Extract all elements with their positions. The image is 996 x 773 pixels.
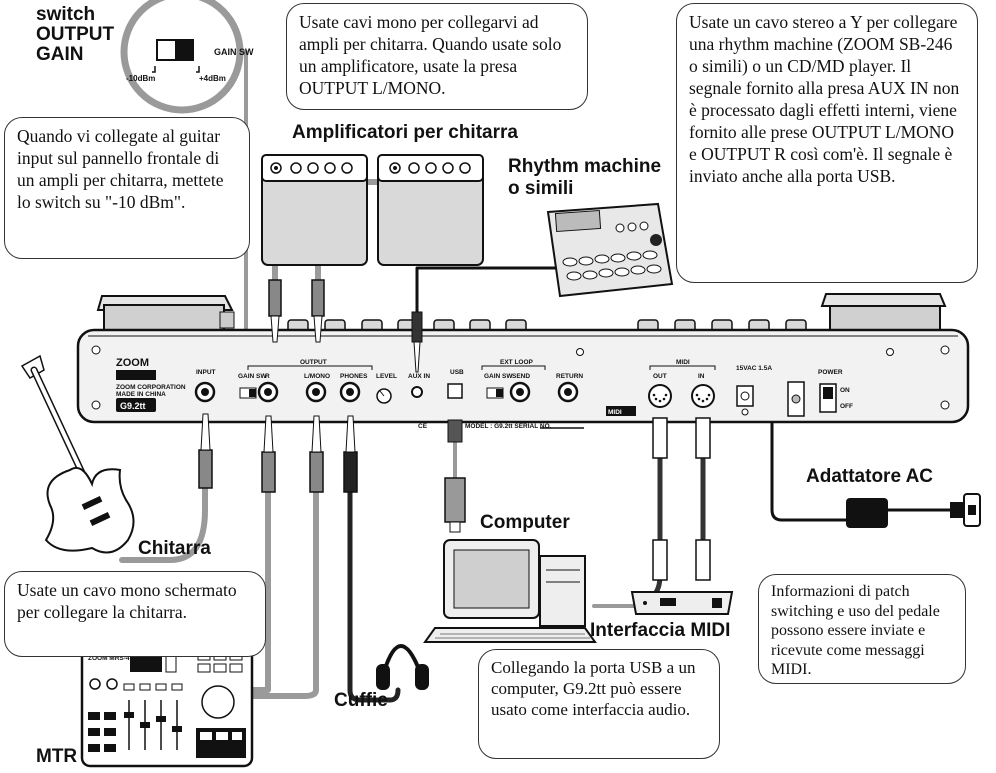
- panel-ext-loop: EXT LOOP: [500, 359, 534, 366]
- computer-label: Computer: [480, 512, 570, 534]
- panel-gain-sw: GAIN SW: [238, 373, 267, 380]
- panel-midi-in: IN: [698, 373, 705, 380]
- guitar-amplifier-2: [378, 155, 483, 265]
- amplifiers-label: Amplificatori per chitarra: [292, 122, 518, 144]
- midi-interface-label: Interfaccia MIDI: [590, 620, 730, 642]
- callout-usb-audio: Collegando la porta USB a un computer, G…: [478, 649, 720, 759]
- panel-out-l: L/MONO: [304, 373, 330, 380]
- panel-send: SEND: [512, 373, 530, 380]
- gain-sw-title: GAIN SW: [214, 47, 254, 57]
- callout-midi-info: Informazioni di patch switching e uso de…: [758, 574, 966, 684]
- rhythm-machine: [548, 204, 672, 296]
- rhythm-machine-label: Rhythm machine o simili: [508, 156, 661, 200]
- headphones-label: Cuffie: [334, 690, 388, 712]
- panel-model-serial: MODEL : G9.2tt SERIAL NO.: [465, 423, 552, 430]
- panel-aux-in: AUX IN: [408, 373, 430, 380]
- panel-model-badge: G9.2tt: [120, 401, 146, 411]
- guitar-label: Chitarra: [138, 538, 211, 560]
- panel-level: LEVEL: [376, 373, 397, 380]
- switch-output-gain-label: switch OUTPUT GAIN: [36, 5, 114, 65]
- panel-company: ZOOM CORPORATION: [116, 384, 186, 391]
- pedal-left: [98, 296, 234, 331]
- panel-input: INPUT: [196, 369, 216, 376]
- panel-usb: USB: [450, 369, 464, 376]
- mtr-label: MTR: [36, 746, 77, 768]
- callout-guitar-input: Quando vi collegate al guitar input sul …: [4, 117, 250, 259]
- callout-stereo-y-cable: Usate un cavo stereo a Y per collegare u…: [676, 3, 978, 283]
- panel-phones: PHONES: [340, 373, 368, 380]
- panel-ce: CE: [418, 423, 428, 430]
- panel-made-in: MADE IN CHINA: [116, 391, 166, 398]
- panel-midi-logo: MIDI: [608, 409, 622, 416]
- panel-output: OUTPUT: [300, 359, 327, 366]
- gain-plus-label: +4dBm: [199, 74, 226, 83]
- headphones: [376, 646, 429, 690]
- panel-off: OFF: [840, 403, 853, 410]
- panel-out-r: R: [265, 373, 270, 380]
- callout-mono-cables: Usate cavi mono per collegarvi ad ampli …: [286, 3, 588, 110]
- midi-interface-device: [632, 592, 732, 614]
- ac-adapter-label: Adattatore AC: [806, 466, 933, 488]
- computer: [425, 540, 595, 642]
- panel-on: ON: [840, 387, 850, 394]
- panel-dc-rating: 15VAC 1.5A: [736, 365, 772, 372]
- guitar-amplifier-1: [262, 155, 367, 265]
- callout-mono-shielded: Usate un cavo mono schermato per collega…: [4, 571, 266, 657]
- panel-brand: ZOOM: [116, 357, 149, 369]
- panel-gain-sw-2: GAIN SW: [484, 373, 513, 380]
- panel-return: RETURN: [556, 373, 583, 380]
- panel-midi: MIDI: [676, 359, 690, 366]
- gain-minus-label: -10dBm: [126, 74, 155, 83]
- panel-power: POWER: [818, 369, 843, 376]
- panel-midi-out: OUT: [653, 373, 667, 380]
- pedal-right: [822, 294, 945, 332]
